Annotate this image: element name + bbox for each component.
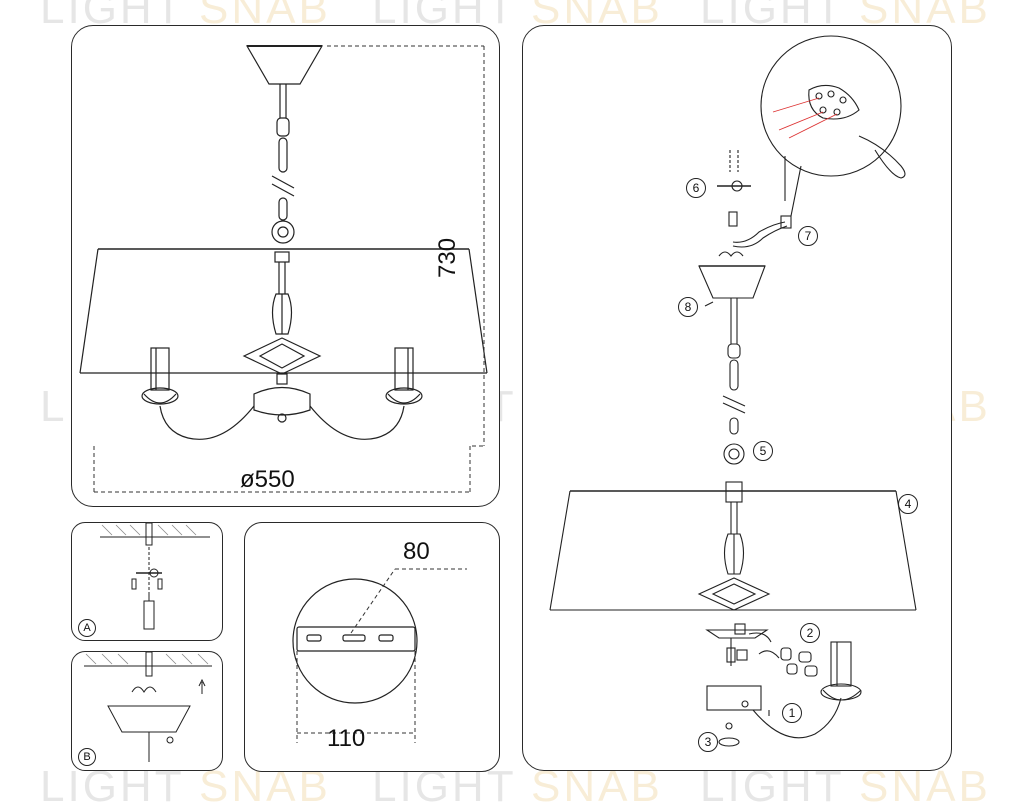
height-dimension-label: 730	[434, 237, 461, 278]
plate-length-label: 110	[327, 725, 366, 752]
bracket-mounting-drawing	[100, 523, 210, 630]
canopy-attach-drawing	[84, 652, 212, 762]
plate-width-label: 80	[403, 538, 430, 565]
callout-7: 7	[798, 226, 818, 246]
callout-3: 3	[698, 732, 718, 752]
callout-6: 6	[686, 178, 706, 198]
step-label-a: A	[78, 619, 96, 637]
step-label-b: B	[78, 748, 96, 766]
chandelier-dimension-drawing	[79, 45, 488, 493]
callout-8: 8	[678, 297, 698, 317]
panel-mounting-plate: 80 110	[244, 522, 500, 772]
callout-1: 1	[782, 703, 802, 723]
panel-step-a: A	[71, 522, 223, 641]
callout-5: 5	[753, 441, 773, 461]
callout-2: 2	[800, 623, 820, 643]
callout-4: 4	[898, 494, 918, 514]
diameter-dimension-label: ø550	[240, 466, 295, 493]
panel-assembly: 6 7 8 5 4 2 1 3	[522, 25, 952, 771]
assembly-exploded-drawing	[549, 35, 917, 747]
panel-dimensions: 730 ø550	[71, 25, 500, 507]
mounting-plate-drawing	[292, 568, 467, 743]
panel-step-b: B	[71, 651, 223, 771]
